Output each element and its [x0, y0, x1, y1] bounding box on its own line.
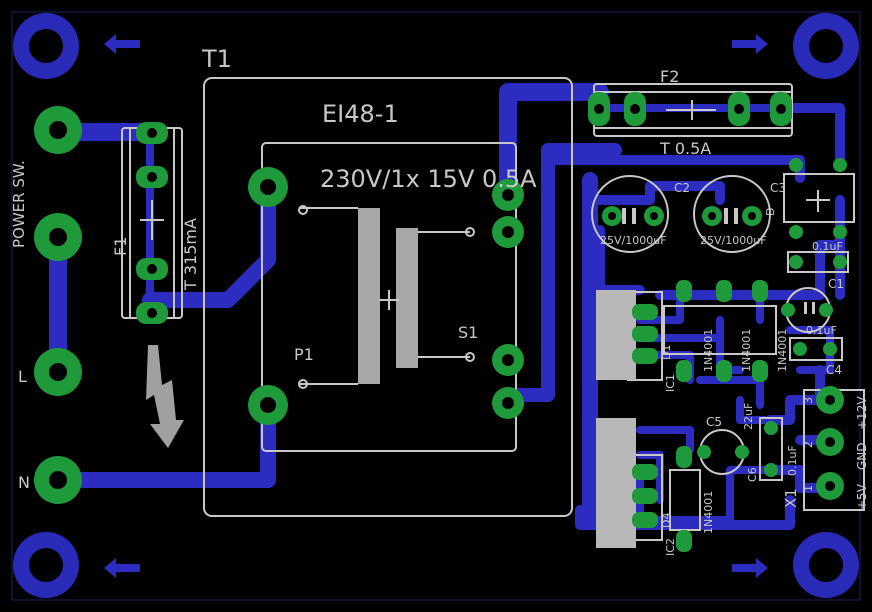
label-f2-value: T 0.5A	[659, 139, 711, 158]
label-s1: S1	[458, 323, 478, 342]
label-d4: D4	[660, 513, 673, 528]
label-c5-value: 22uF	[742, 403, 755, 430]
silkscreen	[121, 77, 865, 541]
mounting-hole-bottom-left	[13, 532, 79, 598]
label-diode-a: 1N4001	[702, 329, 715, 372]
board-outline	[11, 11, 861, 601]
label-c6-value: 0.1uF	[786, 445, 799, 476]
diode-bridge-outline	[663, 305, 777, 355]
c2-outline	[693, 175, 771, 253]
label-transformer-rating: 230V/1x 15V 0.5A	[320, 165, 537, 193]
label-pin3: 3	[802, 397, 815, 404]
high-voltage-icon	[146, 345, 184, 448]
silkscreen-text: T1 EI48-1 230V/1x 15V 0.5A P1 S1 POWER S…	[10, 45, 869, 556]
heatsinks	[596, 290, 636, 548]
label-line: L	[18, 367, 27, 386]
pad-connector	[816, 386, 844, 500]
label-c2: C2	[674, 181, 690, 195]
label-cap-value-a: 25V/1000uF	[600, 234, 667, 247]
pad-transformer-s1d	[492, 387, 524, 419]
arrow-left-icon	[104, 34, 140, 54]
label-c1-value: 0.1uF	[806, 324, 837, 337]
c4-outline	[789, 337, 843, 361]
pad-transformer-p1b	[248, 385, 288, 425]
pad-power-sw-2	[34, 213, 82, 261]
pad-transformer-p1a	[248, 167, 288, 207]
label-f1: F1	[111, 237, 130, 256]
label-diode-b: 1N4001	[740, 329, 753, 372]
label-neutral: N	[18, 473, 30, 492]
pad-transformer-s1b	[492, 216, 524, 248]
c6-outline	[759, 417, 783, 481]
label-c6: C6	[746, 467, 759, 482]
heatsink-ic2	[596, 418, 636, 548]
arrow-right-icon	[732, 34, 768, 54]
label-power-switch: POWER SW.	[10, 160, 28, 248]
heatsink-ic1	[596, 290, 636, 380]
pads	[34, 92, 847, 552]
pad-transformer-s1c	[492, 344, 524, 376]
label-f2: F2	[660, 67, 679, 86]
c3-outline	[783, 173, 855, 223]
label-ic1: IC1	[664, 374, 677, 392]
transformer-outline	[203, 77, 573, 517]
label-c4: C4	[826, 363, 842, 377]
pad-fuse1	[136, 122, 168, 324]
pad-line	[34, 348, 82, 396]
label-out-5v: +5V	[855, 483, 869, 510]
label-c-01: 0.1uF	[812, 240, 843, 253]
label-d4-value: 1N4001	[702, 491, 715, 534]
label-ei48: EI48-1	[322, 100, 399, 128]
pad-regulators	[632, 304, 658, 528]
label-cap-value-b: 25V/1000uF	[700, 234, 767, 247]
label-c5: C5	[706, 415, 722, 429]
c-electrolytic-outline	[591, 175, 669, 253]
label-x1: X1	[782, 488, 800, 508]
pad-caps	[602, 158, 847, 477]
mounting-hole-top-left	[13, 13, 79, 79]
label-p1: P1	[294, 345, 314, 364]
cap-body-marks	[622, 208, 815, 314]
mounting-holes	[13, 13, 859, 598]
label-f1-value: T 315mA	[181, 218, 200, 291]
mounting-hole-top-right	[793, 13, 859, 79]
label-out-12v: +12V	[855, 396, 869, 430]
transformer-inner-outline	[261, 142, 517, 452]
arrow-left-icon	[104, 558, 140, 578]
label-c1: C1	[828, 277, 844, 291]
orientation-arrows	[104, 34, 768, 578]
pad-neutral	[34, 456, 82, 504]
pad-power-sw-1	[34, 106, 82, 154]
arrow-right-icon	[732, 558, 768, 578]
label-pin1: 1	[802, 485, 815, 492]
label-pin2: 2	[802, 441, 815, 448]
pad-transformer-s1a	[492, 179, 524, 211]
label-c3: C3	[770, 181, 786, 195]
pad-diodes	[676, 280, 768, 552]
mounting-hole-bottom-right	[793, 532, 859, 598]
c01-outline	[787, 251, 849, 273]
pad-fuse2	[588, 92, 792, 126]
label-out-gnd: GND	[855, 442, 869, 470]
label-diode-c: 1N4001	[776, 329, 789, 372]
label-ic2: IC2	[664, 538, 677, 556]
label-d1: D1	[660, 345, 673, 360]
label-d: D	[764, 208, 777, 216]
label-t1: T1	[201, 45, 232, 73]
